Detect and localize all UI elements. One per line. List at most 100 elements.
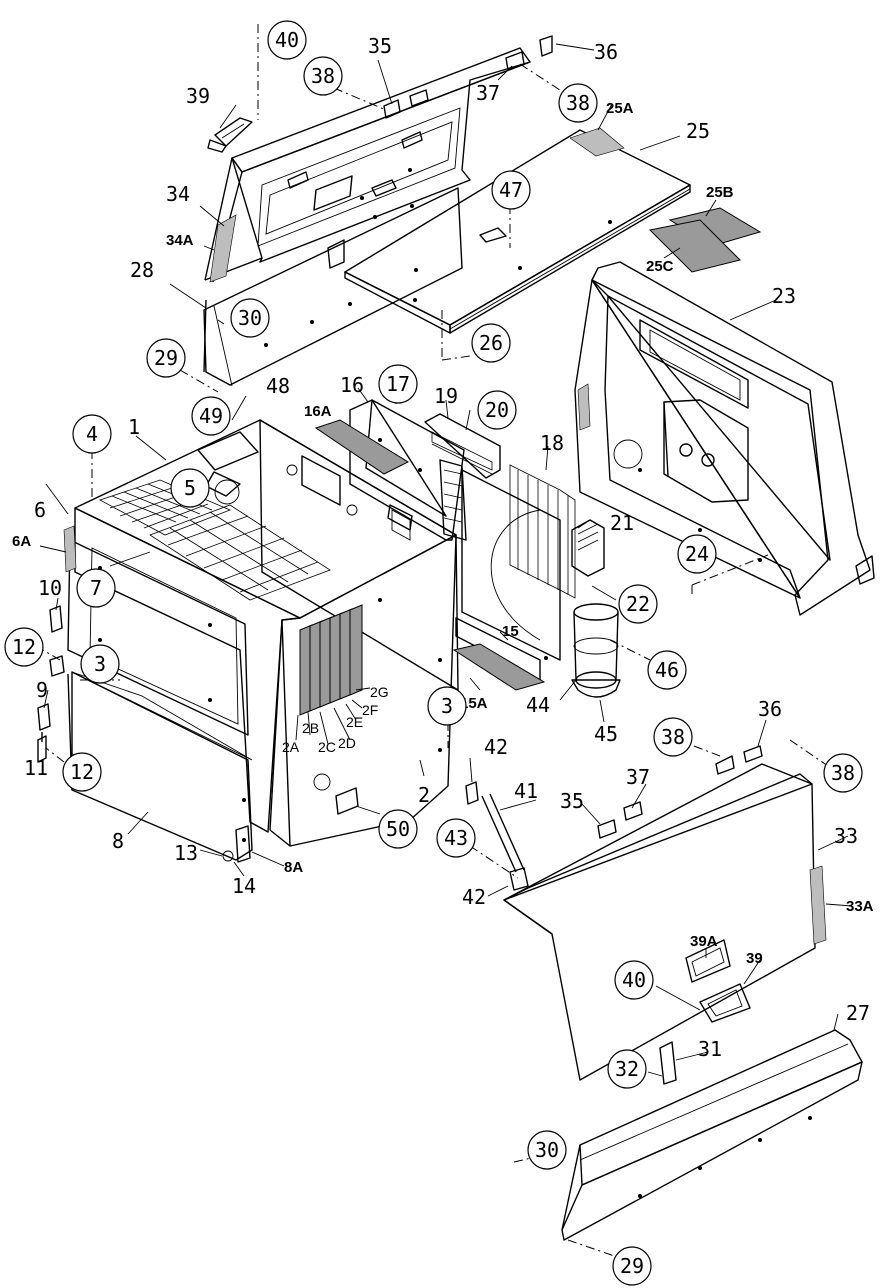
svg-text:4: 4 <box>86 422 98 446</box>
callout-48: 48 <box>266 374 290 398</box>
callout-21: 21 <box>610 511 634 535</box>
callout-22: 22 <box>618 584 658 624</box>
gas-strut-41 <box>465 781 529 891</box>
callout-layer: 40 35 36 39 38 37 38 25A 25 34 47 25B 34… <box>4 20 874 1286</box>
callout-1: 1 <box>128 415 140 439</box>
svg-text:40: 40 <box>275 28 299 52</box>
leader-lines <box>35 24 853 1259</box>
svg-text:30: 30 <box>535 1138 559 1162</box>
callout-12-bottom: 12 <box>62 752 102 792</box>
svg-text:38: 38 <box>566 91 590 115</box>
callout-17: 17 <box>378 364 418 404</box>
svg-text:40: 40 <box>622 968 646 992</box>
callout-28: 28 <box>130 258 154 282</box>
callout-34A: 34A <box>166 232 194 249</box>
callout-29-bottom: 29 <box>612 1246 652 1286</box>
svg-text:47: 47 <box>499 178 523 202</box>
callout-39-top: 39 <box>186 84 210 108</box>
callout-13: 13 <box>174 841 198 865</box>
svg-text:38: 38 <box>661 725 685 749</box>
callout-38-top-right: 38 <box>558 83 598 123</box>
svg-text:46: 46 <box>655 658 679 682</box>
callout-45: 45 <box>594 722 618 746</box>
callout-30-top: 30 <box>230 298 270 338</box>
callout-16: 16 <box>340 373 364 397</box>
callout-2D: 2D <box>338 735 356 751</box>
core-panel-16 <box>349 399 465 541</box>
svg-text:7: 7 <box>90 576 102 600</box>
callout-49: 49 <box>191 396 231 436</box>
right-frame-23 <box>574 261 875 616</box>
callout-40-bottom: 40 <box>614 960 654 1000</box>
callout-20: 20 <box>477 390 517 430</box>
svg-text:38: 38 <box>311 64 335 88</box>
callout-2: 2 <box>418 783 430 807</box>
coil-19 <box>424 413 501 541</box>
callout-16A: 16A <box>304 403 332 420</box>
svg-text:3: 3 <box>441 694 453 718</box>
svg-text:49: 49 <box>199 404 223 428</box>
callout-27: 27 <box>846 1001 870 1025</box>
callout-46: 46 <box>647 650 687 690</box>
callout-44: 44 <box>526 693 550 717</box>
callout-26: 26 <box>471 323 511 363</box>
svg-text:24: 24 <box>685 542 709 566</box>
svg-text:17: 17 <box>386 372 410 396</box>
callout-9: 9 <box>36 678 48 702</box>
svg-text:22: 22 <box>626 592 650 616</box>
callout-15: 15 <box>502 623 519 640</box>
svg-text:26: 26 <box>479 331 503 355</box>
svg-text:5: 5 <box>184 476 196 500</box>
callout-8A: 8A <box>284 859 303 876</box>
main-cabinet-1 <box>63 419 459 847</box>
callout-10: 10 <box>38 576 62 600</box>
callout-5: 5 <box>170 468 210 508</box>
filter-drier-44-45 <box>571 603 621 698</box>
callout-2G: 2G <box>370 684 389 700</box>
callout-18: 18 <box>540 431 564 455</box>
callout-42-bottom: 42 <box>462 885 486 909</box>
callout-33: 33 <box>834 824 858 848</box>
svg-text:30: 30 <box>238 306 262 330</box>
callout-31: 31 <box>698 1037 722 1061</box>
callout-39A: 39A <box>690 933 718 950</box>
callout-3-left: 3 <box>80 644 120 684</box>
bottom-panel-27 <box>561 1029 863 1241</box>
callout-25C: 25C <box>646 258 674 275</box>
callout-33A: 33A <box>846 898 874 915</box>
lower-hood-33 <box>503 745 827 1085</box>
callout-19: 19 <box>434 384 458 408</box>
callout-4: 4 <box>72 414 112 454</box>
callout-14: 14 <box>232 874 256 898</box>
callout-25B: 25B <box>706 184 734 201</box>
gasket-16A <box>314 419 410 475</box>
callout-15A: 15A <box>460 695 488 712</box>
callout-11: 11 <box>24 756 48 780</box>
callout-25: 25 <box>686 119 710 143</box>
callout-43: 43 <box>436 818 476 858</box>
callout-2E: 2E <box>346 714 363 730</box>
callout-42-top: 42 <box>484 735 508 759</box>
svg-text:12: 12 <box>70 760 94 784</box>
gasket-15A <box>452 643 546 691</box>
callout-24: 24 <box>677 534 717 574</box>
callout-39-bottom: 39 <box>746 950 763 967</box>
svg-text:32: 32 <box>615 1057 639 1081</box>
svg-text:29: 29 <box>620 1254 644 1278</box>
fin-stack-2A-2G <box>299 604 363 716</box>
callout-23: 23 <box>772 284 796 308</box>
callout-2A: 2A <box>282 739 300 755</box>
callout-40-top: 40 <box>267 20 307 60</box>
callout-38-right-right: 38 <box>823 753 863 793</box>
callout-2F: 2F <box>362 702 378 718</box>
svg-text:12: 12 <box>12 635 36 659</box>
callout-41: 41 <box>514 779 538 803</box>
callout-50: 50 <box>378 809 418 849</box>
svg-text:3: 3 <box>94 652 106 676</box>
callout-29-top: 29 <box>146 338 186 378</box>
callout-12-top: 12 <box>4 627 44 667</box>
callout-6: 6 <box>34 498 46 522</box>
svg-text:43: 43 <box>444 826 468 850</box>
plate-48 <box>197 431 259 471</box>
